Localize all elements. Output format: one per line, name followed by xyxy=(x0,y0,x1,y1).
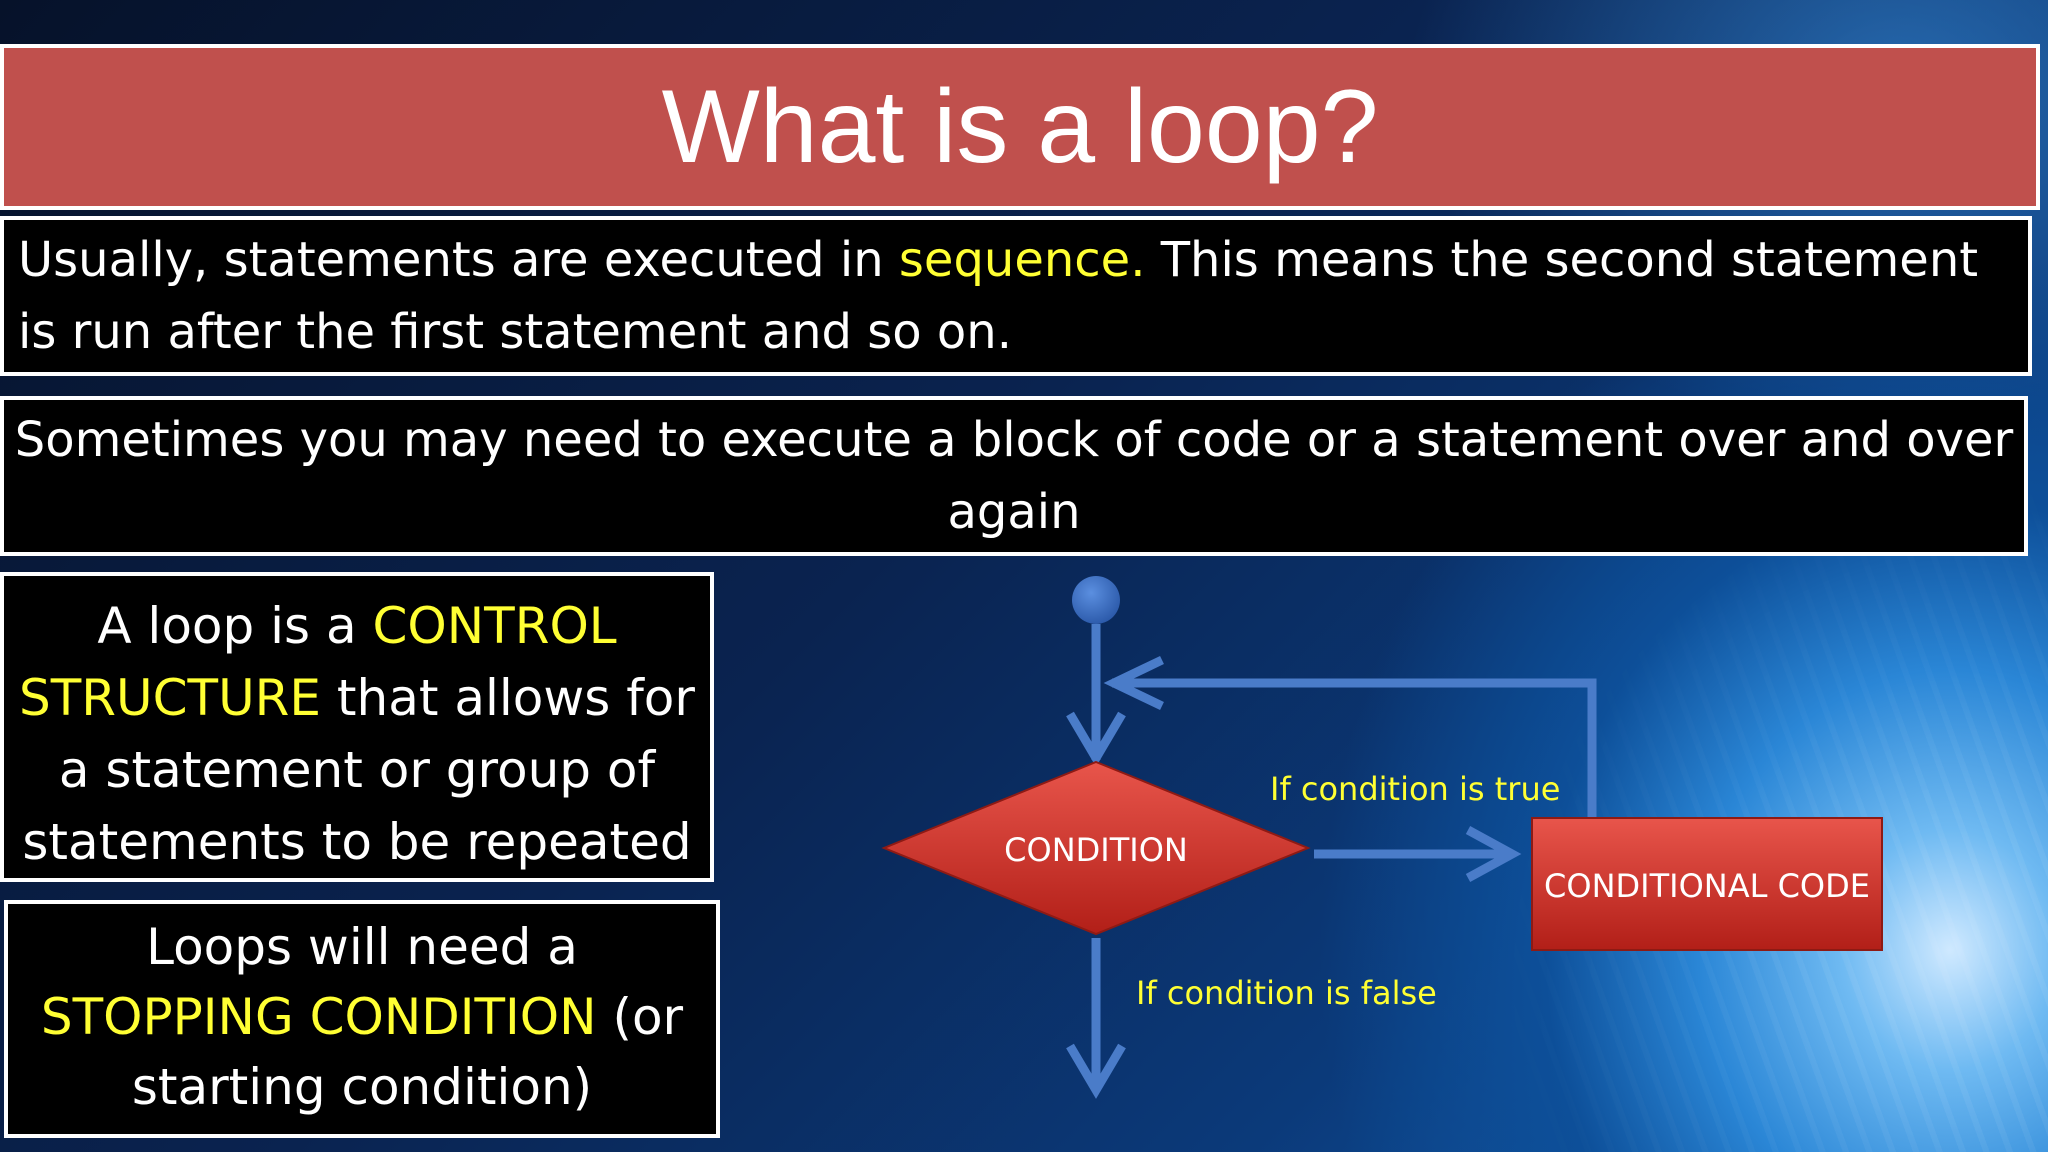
stopping-text-before: Loops will need a xyxy=(146,918,578,976)
repeat-text-box: Sometimes you may need to execute a bloc… xyxy=(0,396,2028,556)
conditional-code-label: CONDITIONAL CODE xyxy=(1544,867,1870,905)
page-title: What is a loop? xyxy=(661,69,1379,185)
sequence-text-before: Usually, statements are executed in xyxy=(18,232,899,288)
stopping-highlight: STOPPING CONDITION xyxy=(40,988,597,1046)
sequence-highlight: sequence. xyxy=(898,232,1146,288)
false-label: If condition is false xyxy=(1136,974,1437,1012)
stopping-text-after: (or starting condition) xyxy=(131,988,684,1116)
control-text-before: A loop is a xyxy=(97,597,373,655)
arrow-false xyxy=(1066,938,1126,1099)
control-text-after: that allows for a statement or group of … xyxy=(22,669,695,871)
arrow-loop-back xyxy=(1103,655,1597,818)
sequence-text-after: This means the second statement is run a… xyxy=(18,232,1979,360)
control-highlight: CONTROL STRUCTURE xyxy=(19,597,617,727)
condition-label: CONDITION xyxy=(1004,831,1188,869)
control-structure-box: A loop is a CONTROL STRUCTURE that allow… xyxy=(0,572,714,882)
title-banner: What is a loop? xyxy=(0,44,2040,210)
sequence-text-box: Usually, statements are executed in sequ… xyxy=(0,216,2032,376)
true-label: If condition is true xyxy=(1270,770,1560,808)
start-node xyxy=(1072,576,1120,624)
condition-diamond xyxy=(881,760,1311,936)
arrow-start-to-condition xyxy=(1066,624,1126,767)
arrow-true xyxy=(1314,826,1522,882)
conditional-code-box xyxy=(1531,817,1883,951)
stopping-condition-box: Loops will need a STOPPING CONDITION (or… xyxy=(4,900,720,1138)
repeat-text: Sometimes you may need to execute a bloc… xyxy=(14,412,2014,540)
